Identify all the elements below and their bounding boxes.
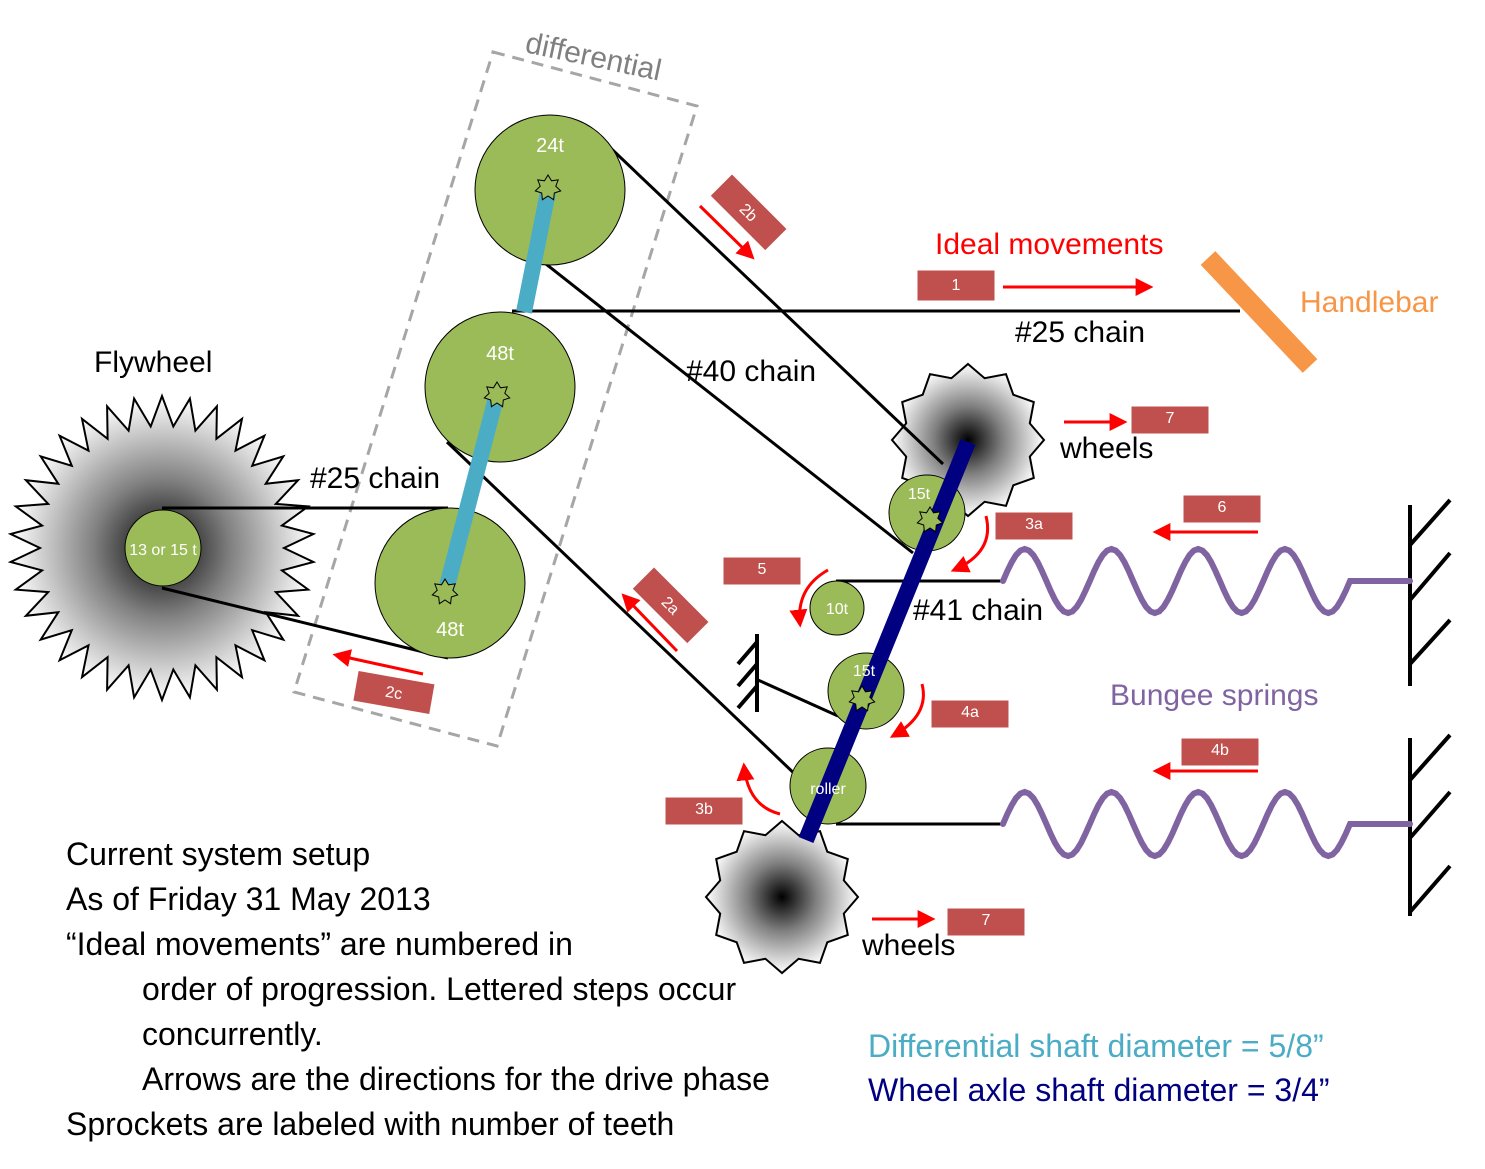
caption-notes: Current system setup As of Friday 31 May… [66,832,856,1147]
hub-star-48t-middle [483,381,511,408]
flywheel-label: Flywheel [94,346,212,379]
arrow-3b [736,762,781,816]
ideal-movements-title: Ideal movements [935,228,1163,261]
badge-4a: 4a [930,699,1010,729]
hub-star-15t-top [916,506,944,533]
bungee-springs-label: Bungee springs [1110,679,1318,712]
caption-line: “Ideal movements” are numbered in [66,926,573,962]
badge-4b: 4b [1180,737,1260,767]
arrow-4a [889,683,925,738]
hub-star-24t [534,174,562,201]
sprocket-48t-middle-label: 48t [486,343,514,365]
svg-text:7: 7 [1166,410,1175,427]
sprocket-10t-label: 10t [826,601,849,618]
differential-shaft-lower [438,387,506,593]
flywheel-hub-sprocket [124,509,202,587]
flywheel-hub-label: 13 or 15 t [129,542,197,559]
caption-line: Sprockets are labeled with number of tee… [66,1106,675,1142]
differential-shaft-note: Differential shaft diameter = 5/8” [868,1028,1324,1064]
hub-star-15t-lower [848,685,876,712]
wheel-bottom [704,819,860,975]
caption-line: Current system setup [66,836,371,872]
wheels-bottom-label: wheels [861,929,955,962]
differential-box [292,50,699,748]
badge-2b: 2b [709,173,788,252]
badge-3b: 3b [664,796,744,826]
hub-star-48t-lower [431,578,459,605]
badge-5: 5 [722,556,802,586]
badge-1: 1 [916,269,996,302]
sprocket-15t-top-label: 15t [908,486,931,503]
chain-25-left-label: #25 chain [310,462,440,495]
svg-text:4b: 4b [1211,742,1229,759]
sprocket-15t-lower-label: 15t [853,663,876,680]
svg-text:3b: 3b [695,801,713,818]
chain-25-top-label: #25 chain [1015,316,1145,349]
movement-arrows [332,204,1258,928]
svg-text:7: 7 [982,912,991,929]
svg-text:5: 5 [758,561,767,578]
caption-line: As of Friday 31 May 2013 [66,881,431,917]
chain-40-label: #40 chain [686,355,816,388]
sprocket-24t-label: 24t [536,135,564,157]
svg-text:3a: 3a [1025,516,1043,533]
shaft-notes: Differential shaft diameter = 5/8” Wheel… [868,1024,1330,1112]
wall-anchor-top [1408,498,1452,686]
svg-text:6: 6 [1218,499,1227,516]
chain-lines [161,136,1240,826]
handlebar [1200,251,1318,373]
wheel-axle-shaft [798,438,976,844]
chain-41-label: #41 chain [913,594,1043,627]
bungee-spring-bottom [1000,788,1413,860]
axle-shaft-note: Wheel axle shaft diameter = 3/4” [868,1072,1330,1108]
badge-2a: 2a [631,566,710,645]
arrow-2c [332,649,424,676]
arrow-5 [789,568,829,628]
bungee-spring-top [1000,545,1413,617]
sprocket-48t-lower-label: 48t [436,619,464,641]
arrow-2a [621,593,679,653]
caption-line: Arrows are the directions for the drive … [142,1061,770,1097]
wheels-top-label: wheels [1059,432,1153,465]
badge-7-bottom: 7 [946,907,1026,937]
svg-text:2c: 2c [384,684,404,704]
arrow-3a [950,515,990,573]
ground-anchor-small [736,634,759,712]
badge-2c: 2c [352,669,436,716]
badge-6: 6 [1182,494,1262,524]
svg-text:1: 1 [952,277,961,294]
handlebar-label: Handlebar [1300,286,1438,319]
badge-3a: 3a [994,511,1074,541]
wall-anchor-bottom [1408,733,1452,916]
caption-line: concurrently. [142,1016,323,1052]
caption-line: order of progression. Lettered steps occ… [142,971,737,1007]
differential-shaft-upper [516,190,556,314]
arrow-2b [698,204,755,260]
sprocket-10t [809,580,865,636]
svg-text:4a: 4a [961,704,979,721]
badge-7-top: 7 [1130,405,1210,435]
roller-label: roller [810,781,846,798]
